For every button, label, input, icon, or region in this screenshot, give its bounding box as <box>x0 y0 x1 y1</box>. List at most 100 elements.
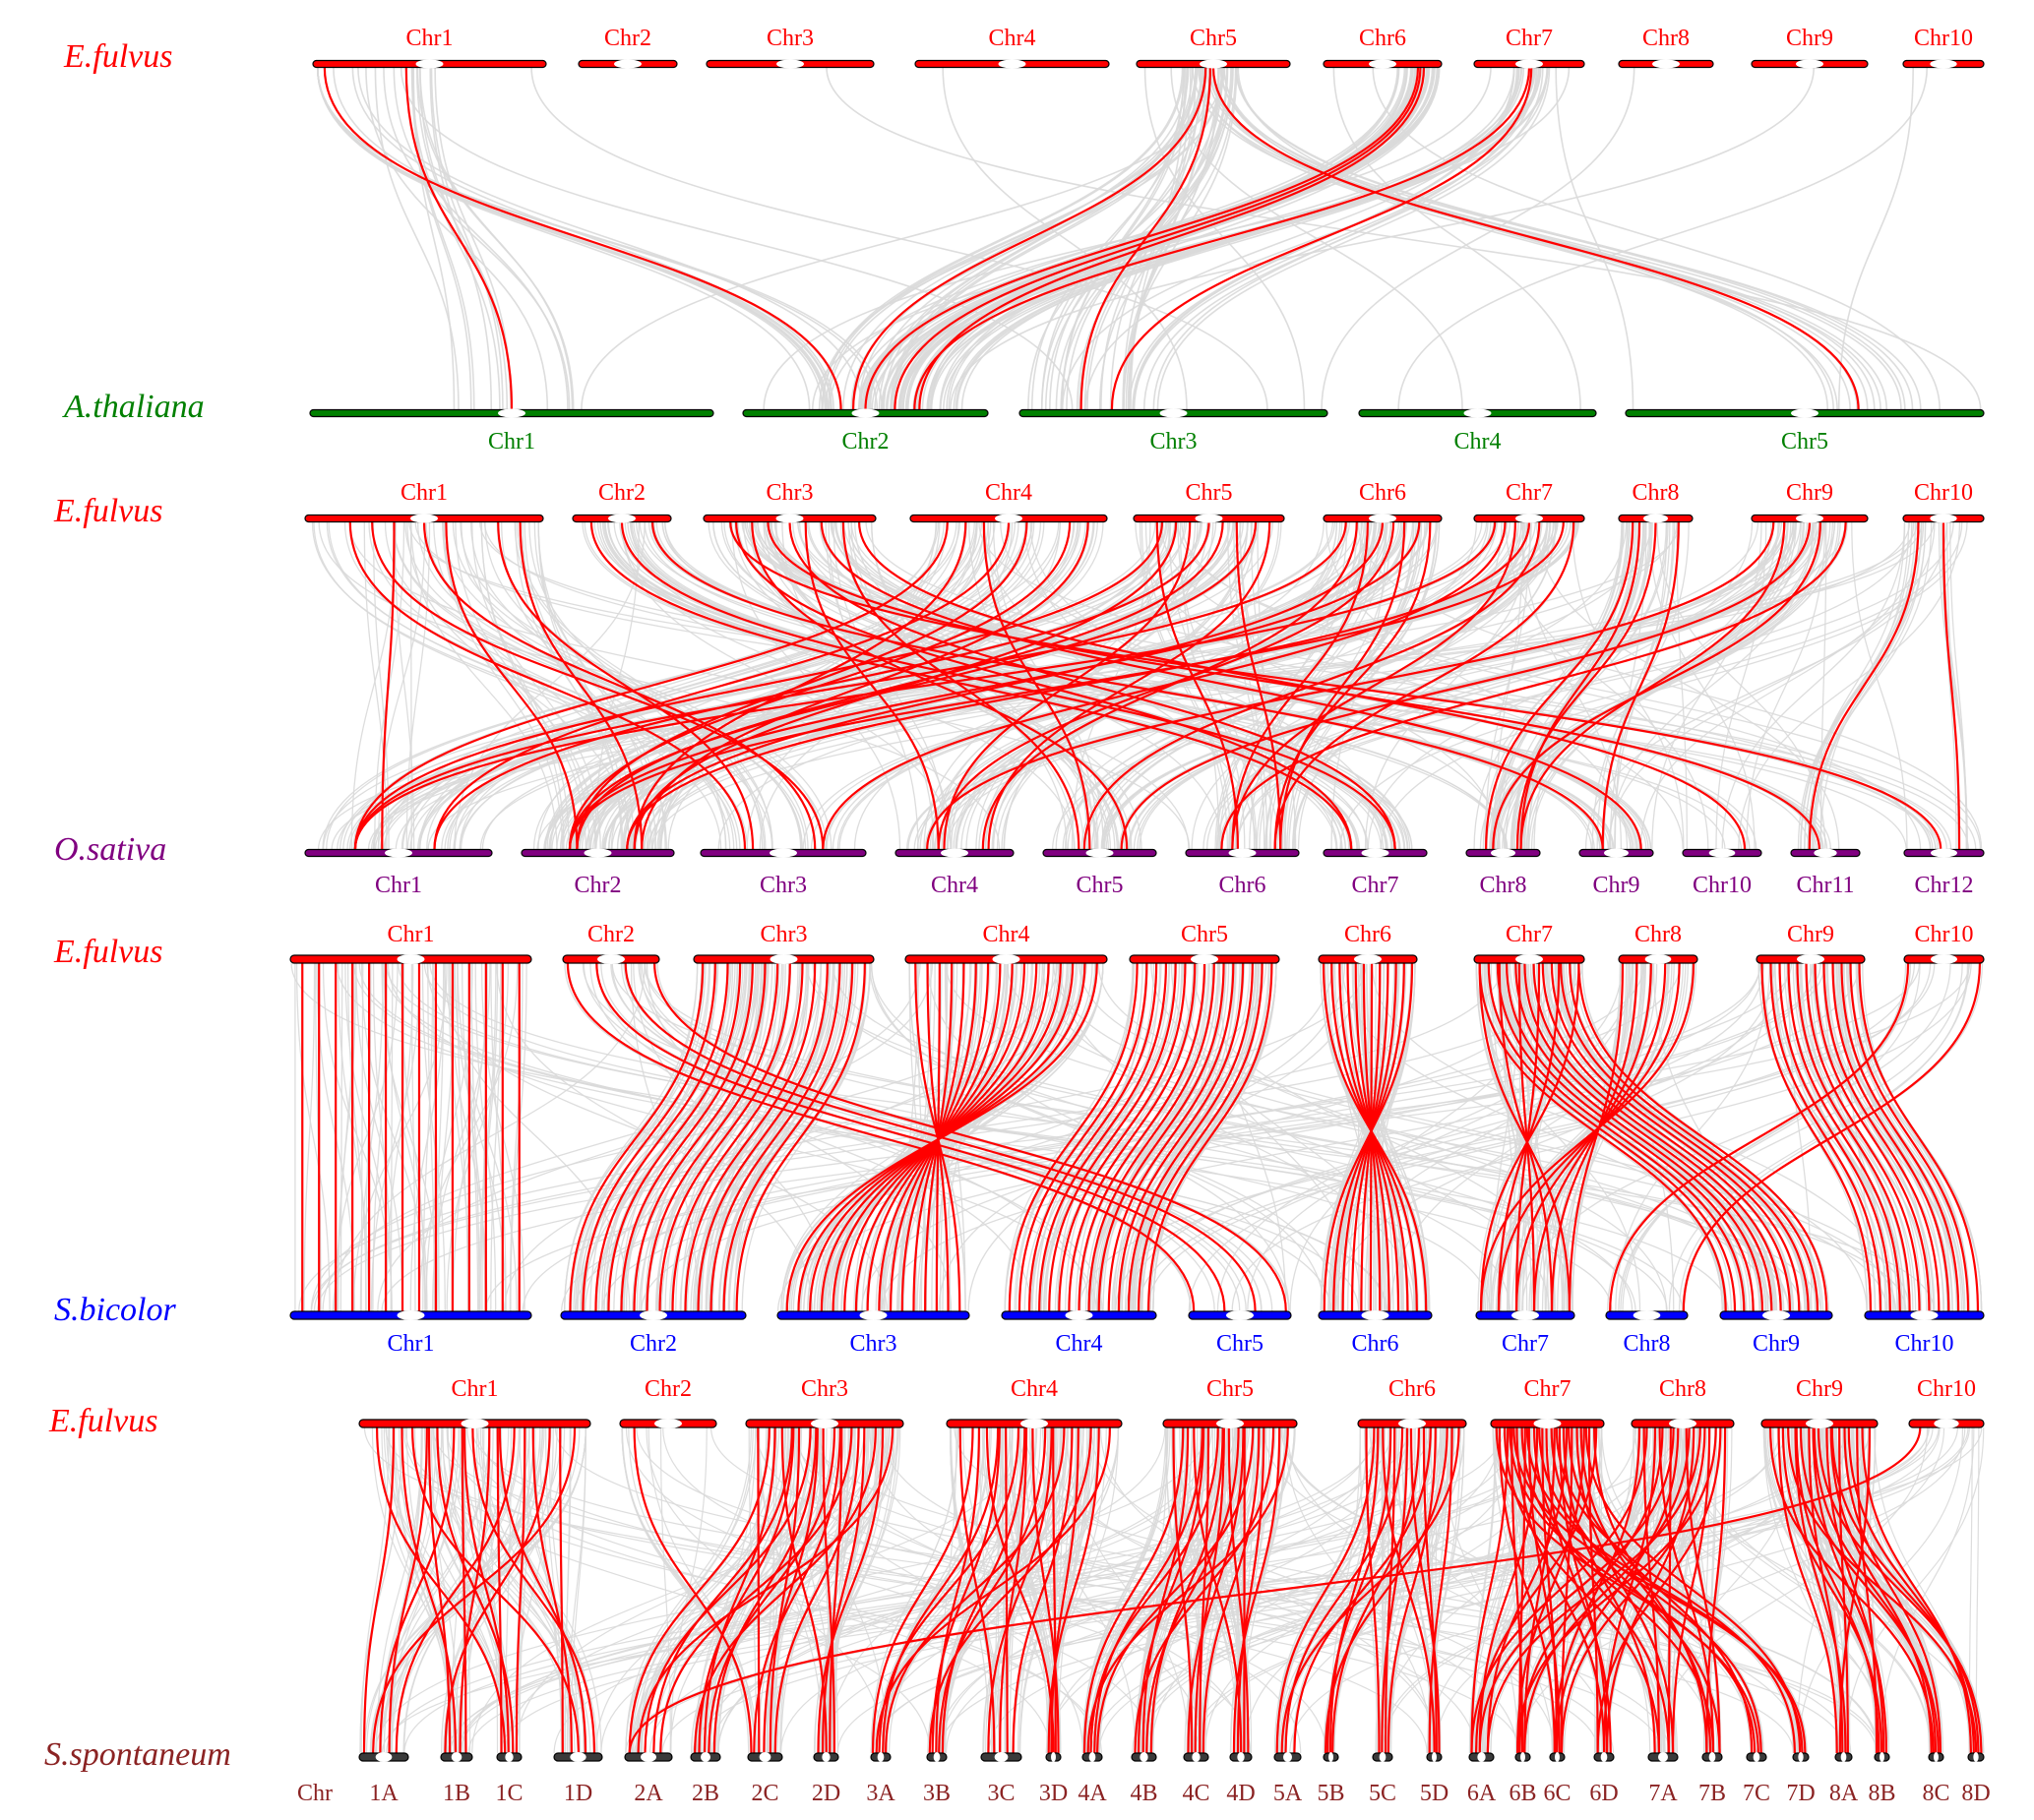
background-link <box>891 67 1206 410</box>
background-link <box>858 67 1190 410</box>
highlight-link <box>1781 1426 1883 1754</box>
background-link <box>975 521 1254 850</box>
background-link <box>423 962 1668 1312</box>
background-link <box>1523 521 1629 850</box>
background-link <box>691 1426 874 1754</box>
bottom-chromosome-centromere <box>1226 1310 1254 1320</box>
background-link <box>421 962 446 1312</box>
background-link <box>290 962 1613 1312</box>
highlight-link <box>1236 1426 1265 1754</box>
background-link <box>374 67 460 410</box>
top-chromosome-centromere <box>998 59 1026 69</box>
bottom-chromosome-centromere <box>941 848 968 858</box>
bottom-chromosome-label: Chr5 <box>1077 873 1124 898</box>
background-link <box>1805 962 1945 1312</box>
background-link <box>1359 1426 1378 1754</box>
background-link <box>343 521 773 850</box>
highlight-link <box>1858 962 1980 1312</box>
bottom-chromosome-label: Chr3 <box>1150 429 1198 455</box>
highlight-link <box>1555 1426 1680 1754</box>
top-chromosome-centromere <box>614 59 642 69</box>
background-link <box>880 962 1041 1312</box>
species-label-bottom: S.bicolor <box>54 1292 176 1328</box>
bottom-chromosome-label: 1B <box>443 1781 470 1806</box>
highlight-link <box>1145 1426 1240 1754</box>
highlight-link <box>1685 1426 1721 1754</box>
background-link <box>1144 521 1258 850</box>
top-chromosome-label: Chr10 <box>1914 480 1973 506</box>
background-link <box>733 962 810 1312</box>
highlight-link <box>822 1426 835 1754</box>
background-link <box>398 962 1684 1312</box>
background-link <box>1152 962 1260 1312</box>
highlight-link <box>644 1426 812 1754</box>
highlight-link <box>1498 1426 1556 1754</box>
background-link <box>1357 962 1404 1312</box>
background-link <box>479 521 1556 850</box>
background-link <box>1179 521 1220 850</box>
highlight-link <box>1328 1426 1380 1754</box>
background-link <box>1380 521 1968 850</box>
background-link <box>1208 67 1902 410</box>
bottom-chromosome-centromere <box>505 1752 514 1762</box>
highlight-link <box>1110 67 1533 410</box>
background-link <box>1484 1426 1694 1754</box>
background-link <box>1484 521 1531 850</box>
top-chromosome-label: Chr5 <box>1190 26 1237 51</box>
bottom-chromosome-centromere <box>1555 1752 1560 1762</box>
highlight-link <box>568 521 1421 850</box>
background-link <box>450 1426 598 1754</box>
background-link <box>955 67 1542 410</box>
background-link <box>1204 1426 1264 1754</box>
highlight-link <box>709 962 841 1312</box>
highlight-link <box>785 962 1098 1312</box>
top-chromosome-label: Chr7 <box>1506 26 1553 51</box>
bottom-chromosome-label: Chr1 <box>388 1331 435 1357</box>
bottom-chromosome-centromere <box>1658 1752 1668 1762</box>
background-link <box>386 1426 1505 1754</box>
background-link <box>870 1426 959 1754</box>
highlight-link <box>445 521 579 850</box>
bottom-chromosome-centromere <box>640 1310 667 1320</box>
highlight-link <box>1027 962 1158 1312</box>
background-link <box>648 521 1548 850</box>
background-link <box>898 67 1407 410</box>
background-link <box>316 67 832 410</box>
background-link <box>1265 521 1423 850</box>
background-link <box>1975 1426 1980 1754</box>
background-link <box>1812 962 1936 1312</box>
highlight-link <box>641 521 1089 850</box>
top-chromosome-centromere <box>1195 514 1223 523</box>
top-chromosome-centromere <box>608 514 636 523</box>
background-link <box>836 962 1006 1312</box>
background-link <box>893 67 1211 410</box>
highlight-link <box>1117 962 1245 1312</box>
top-chromosome-label: Chr6 <box>1388 1376 1436 1402</box>
background-link <box>483 521 1726 850</box>
top-chromosome-centromere <box>1930 59 1957 69</box>
background-link <box>390 962 394 1312</box>
background-link <box>351 67 834 410</box>
top-chromosome-label: Chr7 <box>1524 1376 1572 1402</box>
highlight-link <box>515 1426 526 1754</box>
background-link <box>411 67 475 410</box>
bottom-chromosome-label: 6C <box>1543 1781 1571 1806</box>
top-chromosome-label: Chr4 <box>989 26 1036 51</box>
top-chromosome-label: Chr1 <box>452 1376 499 1402</box>
top-chromosome-centromere <box>1796 514 1823 523</box>
background-link <box>1120 962 1277 1312</box>
highlight-link <box>1478 962 1727 1312</box>
bottom-chromosome-centromere <box>1051 1752 1056 1762</box>
background-link <box>1826 962 1933 1312</box>
background-link <box>316 67 827 410</box>
bottom-chromosome-label: 8B <box>1868 1781 1895 1806</box>
background-link <box>1656 1426 1929 1754</box>
bottom-chromosome-label: 7B <box>1698 1781 1726 1806</box>
top-chromosome-label: Chr2 <box>587 922 635 947</box>
bottom-chromosome-label: Chr4 <box>931 873 978 898</box>
top-chromosome-label: Chr1 <box>401 480 448 506</box>
bottom-chromosome-label: 5B <box>1317 1781 1344 1806</box>
background-link <box>332 962 646 1312</box>
bottom-chromosome-centromere <box>1283 1752 1292 1762</box>
top-chromosome-label: Chr1 <box>406 26 454 51</box>
